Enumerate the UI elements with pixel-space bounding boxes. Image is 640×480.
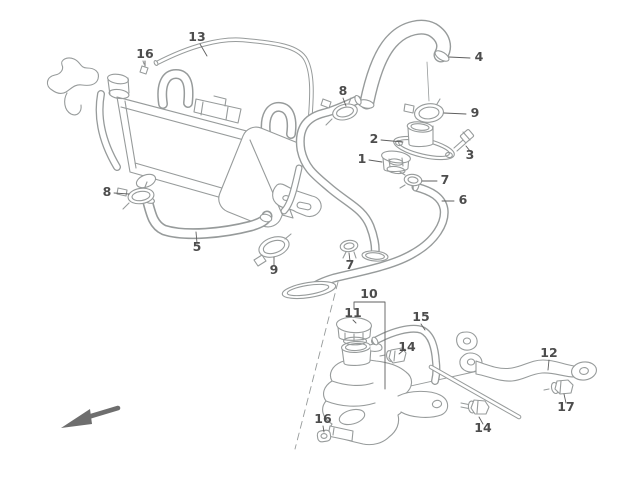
clamp-9-bottom	[253, 233, 292, 267]
hose-15	[371, 329, 437, 381]
grommet-16-bottom	[316, 429, 332, 443]
callout-2: 2	[370, 131, 379, 146]
callout-8-left: 8	[103, 184, 112, 199]
callout-6: 6	[459, 192, 468, 207]
hose-4	[357, 27, 450, 109]
callout-3: 3	[466, 147, 475, 162]
radiator	[46, 57, 322, 228]
bolt-3	[453, 129, 475, 152]
clamp-7-bottom	[339, 239, 359, 259]
radiator-outlet	[135, 173, 157, 189]
direction-arrow-icon	[61, 405, 121, 428]
callout-8-top: 8	[339, 83, 348, 98]
radiator-left-bracket	[46, 57, 99, 95]
callout-7-bottom: 7	[346, 257, 355, 272]
bolt-17	[543, 379, 574, 395]
callout-10: 10	[360, 286, 378, 301]
callout-9-top: 9	[471, 105, 480, 120]
callout-14-top: 14	[398, 339, 416, 354]
radiator-top-mount	[193, 98, 242, 124]
callout-labels: 13 16 4 8 9 2 3 1 7 8 6 5 9 7 10 11 15 1…	[103, 29, 575, 435]
callout-5: 5	[193, 239, 202, 254]
callout-16-bottom: 16	[314, 411, 332, 426]
tank-mount-arm	[397, 390, 449, 418]
inlet-pipe	[300, 94, 389, 262]
callout-11: 11	[344, 305, 361, 320]
callout-15: 15	[412, 309, 429, 324]
callout-12: 12	[540, 345, 557, 360]
hose-13	[153, 40, 311, 120]
callout-9-bottom: 9	[270, 262, 279, 277]
bolt-14-bottom	[460, 399, 490, 415]
callout-16-top: 16	[136, 46, 154, 61]
bracket-12	[456, 331, 597, 382]
reservoir-tank	[322, 341, 449, 446]
stay-rod	[428, 364, 522, 420]
tank-cap-11	[335, 316, 373, 346]
clip-16-top	[139, 60, 149, 75]
clamp-8-top	[320, 97, 358, 126]
leader-lines	[113, 43, 567, 433]
callout-17: 17	[557, 399, 574, 414]
thermostat-1	[381, 150, 411, 175]
callout-1: 1	[358, 151, 367, 166]
callout-7-top: 7	[441, 172, 450, 187]
callout-13: 13	[188, 29, 205, 44]
callout-14-bottom: 14	[474, 420, 492, 435]
filler-neck	[107, 73, 129, 85]
clamp-8-left	[116, 181, 155, 210]
callout-4: 4	[475, 49, 484, 64]
